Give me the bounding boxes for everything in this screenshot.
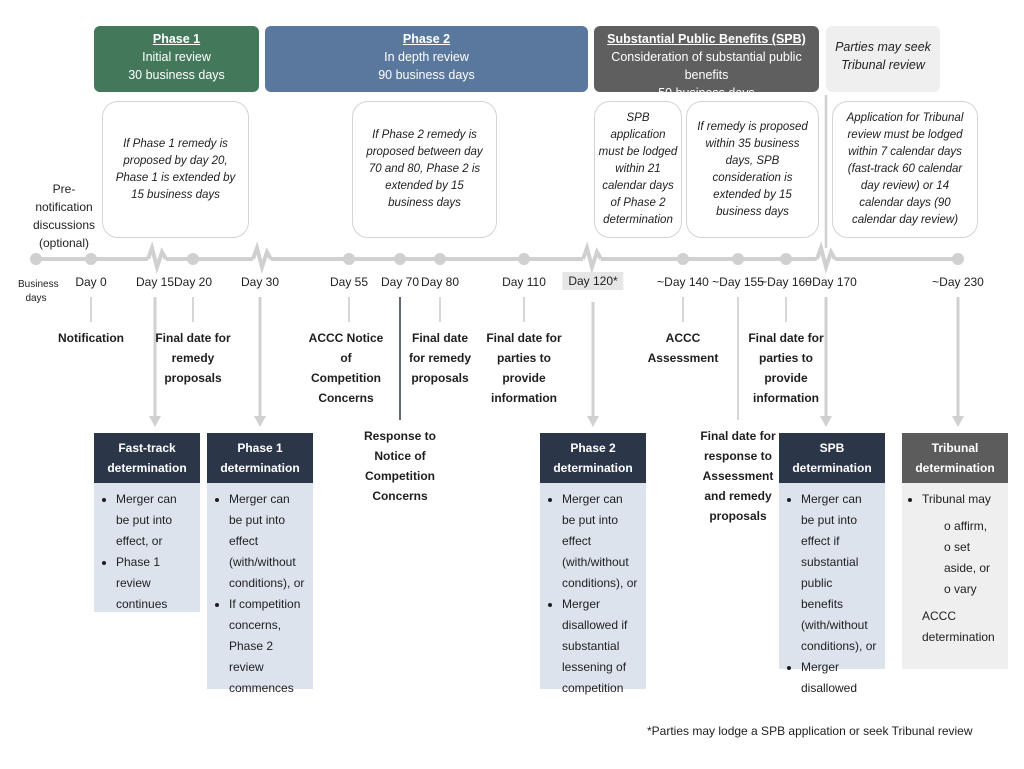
spb-lodge-note: SPB application must be lodged within 21… [594, 101, 682, 238]
event-notice-day55: ACCC Notice of Competition Concerns [308, 331, 384, 405]
card-item: Merger disallowed if substantial lesseni… [562, 594, 638, 699]
day-label: Day 70 [380, 275, 420, 289]
event-remedy-day80: Final date for remedy proposals [408, 331, 472, 385]
day-label: Day 20 [173, 275, 213, 289]
card-item: If competition concerns, Phase 2 review … [229, 594, 305, 699]
card-item: Phase 1 review continues [116, 552, 192, 615]
card-list: Merger can be put into effect, or Phase … [94, 483, 200, 621]
card-item: Merger can be put into effect, or [116, 489, 192, 552]
event-response-day155: Final date for response to Assessment an… [700, 429, 776, 523]
spb-header: Substantial Public Benefits (SPB) Consid… [594, 26, 819, 100]
timeline-axis [36, 95, 958, 275]
day-label: Day 55 [329, 275, 369, 289]
card-fast-track: Fast-track determination Merger can be p… [94, 433, 200, 612]
card-item: Merger can be put into effect (with/with… [562, 489, 638, 594]
tribunal-option: set aside, or [944, 537, 992, 579]
footnote: *Parties may lodge a SPB application or … [647, 724, 973, 738]
card-title: SPB determination [779, 433, 885, 483]
day-label: Day 15 [135, 275, 175, 289]
pre-notification-label: Pre-notification discussions (optional) [32, 182, 96, 250]
tribunal-header-line1: Parties may seek [835, 40, 931, 54]
event-response-day70: Response to Notice of Competition Concer… [363, 429, 436, 503]
event-notification: Notification [58, 331, 124, 345]
tribunal-intro: Tribunal may [922, 492, 991, 506]
event-info-day110: Final date for parties to provide inform… [486, 331, 562, 405]
card-title: Fast-track determination [94, 433, 200, 483]
tribunal-option: vary [944, 579, 992, 600]
day-label: ~Day 230 [932, 275, 984, 289]
phase-2-duration: 90 business days [378, 68, 475, 82]
phase-1-subtitle: Initial review [142, 50, 211, 64]
card-title: Phase 2 determination [540, 433, 646, 483]
card-item: Merger disallowed [801, 657, 877, 699]
day-label: Day 110 [502, 275, 546, 289]
phase-2-subtitle: In depth review [384, 50, 469, 64]
day-label-120: Day 120* [562, 272, 624, 290]
card-tribunal: Tribunal determination Tribunal may affi… [902, 433, 1008, 669]
timeline-markers [30, 253, 964, 265]
phase-2-title: Phase 2 [402, 32, 451, 46]
tribunal-outro: ACCC determination [922, 609, 995, 644]
spb-duration: 50 business days [658, 86, 755, 100]
event-assessment-day140: ACCC Assessment [647, 331, 719, 365]
card-list: Merger can be put into effect if substan… [779, 483, 885, 705]
tribunal-lodge-note: Application for Tribunal review must be … [832, 101, 978, 238]
day-label: ~Day 160 [760, 275, 812, 289]
axis-label: Business days [18, 279, 59, 304]
spb-subtitle: Consideration of substantial public bene… [611, 50, 802, 82]
day-label: ~Day 140 [657, 275, 709, 289]
card-title: Tribunal determination [902, 433, 1008, 483]
day-label: Day 30 [240, 275, 280, 289]
card-list: Tribunal may affirm, set aside, or vary … [902, 483, 1008, 654]
phase-1-extension-note: If Phase 1 remedy is proposed by day 20,… [102, 101, 249, 238]
card-phase-2: Phase 2 determination Merger can be put … [540, 433, 646, 695]
event-ticks [90, 297, 787, 420]
card-item: Tribunal may affirm, set aside, or vary … [922, 489, 1000, 648]
card-phase-1: Phase 1 determination Merger can be put … [207, 433, 313, 695]
card-list: Merger can be put into effect (with/with… [540, 483, 646, 705]
day-label: ~Day 155 [712, 275, 764, 289]
day-label: Day 80 [420, 275, 460, 289]
tribunal-header-line2: Tribunal review [841, 58, 925, 72]
phase-1-title: Phase 1 [152, 32, 201, 46]
day-label: ~Day 170 [805, 275, 857, 289]
card-title: Phase 1 determination [207, 433, 313, 483]
card-item: Merger can be put into effect (with/with… [229, 489, 305, 594]
phase-2-extension-note: If Phase 2 remedy is proposed between da… [352, 101, 497, 238]
day-label: Day 0 [75, 275, 107, 289]
timeline-arrows [153, 297, 960, 420]
tribunal-options: affirm, set aside, or vary [922, 510, 1000, 606]
spb-title: Substantial Public Benefits (SPB) [607, 32, 806, 46]
event-info-day160: Final date for parties to provide inform… [748, 331, 824, 405]
card-list: Merger can be put into effect (with/with… [207, 483, 313, 705]
phase-1-duration: 30 business days [128, 68, 225, 82]
card-item: Merger can be put into effect if substan… [801, 489, 877, 657]
card-spb: SPB determination Merger can be put into… [779, 433, 885, 695]
tribunal-header: Parties may seek Tribunal review [826, 26, 940, 92]
spb-extension-note: If remedy is proposed within 35 business… [686, 101, 819, 238]
phase-1-header: Phase 1 Initial review 30 business days [94, 26, 259, 92]
tribunal-option: affirm, [944, 516, 992, 537]
phase-2-header: Phase 2 In depth review 90 business days [265, 26, 588, 92]
event-remedy-day20: Final date for remedy proposals [155, 331, 231, 385]
